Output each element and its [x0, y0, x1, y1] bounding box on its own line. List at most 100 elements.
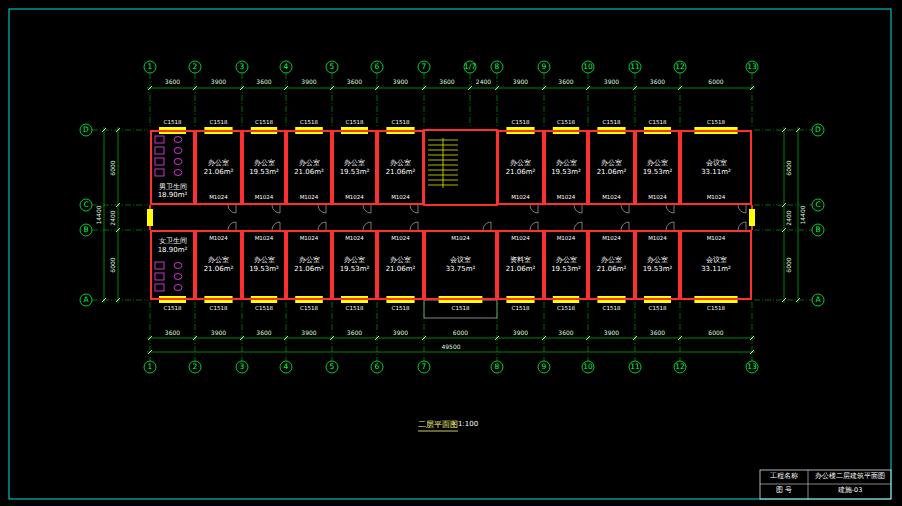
dimension-tick — [284, 336, 288, 340]
axis-bubble — [80, 224, 92, 236]
door-tag: M1024 — [255, 194, 274, 200]
dimension-text: 6000 — [707, 330, 724, 337]
dimension-tick — [375, 86, 379, 90]
axis-number: 4 — [284, 63, 289, 71]
dimension-line — [147, 338, 755, 339]
dimension-tick — [422, 86, 426, 90]
room-name: 办公室 — [510, 159, 531, 168]
dimension-text: 14400 — [800, 204, 807, 225]
dimension-text: 3600 — [255, 79, 272, 86]
axis-bubble — [144, 61, 156, 73]
dimension-tick — [750, 350, 754, 354]
door-swing — [410, 205, 418, 213]
dimension-text: 2400 — [786, 209, 793, 226]
title-block-cell: 建施-03 — [838, 487, 863, 494]
window-tag: C1518 — [452, 305, 470, 311]
dimension-tick — [284, 86, 288, 90]
window-tag: C1518 — [164, 119, 182, 125]
axis-line — [92, 230, 148, 231]
axis-line — [150, 73, 151, 128]
axis-bubble — [418, 61, 430, 73]
window-tag: C1518 — [707, 305, 725, 311]
room-name: 办公室 — [344, 256, 365, 265]
dimension-text: 6000 — [707, 79, 724, 86]
axis-line — [332, 73, 333, 128]
door-swing — [272, 222, 280, 230]
axis-bubble — [326, 361, 338, 373]
axis-number: 5 — [330, 63, 335, 71]
window-tag: C1518 — [210, 119, 228, 125]
room-name: 办公室 — [390, 159, 411, 168]
room-box: 办公室21.06m² — [286, 130, 332, 205]
window-tag: C1518 — [300, 305, 318, 311]
room-name: 资料室 — [510, 256, 531, 265]
dimension-text: 3600 — [255, 330, 272, 337]
room-area: 18.90m² — [158, 191, 188, 200]
axis-line — [424, 73, 425, 128]
toilet-fixture — [155, 147, 164, 154]
room-name: 会议室 — [706, 159, 727, 168]
door-swing — [738, 205, 746, 213]
axis-bubble — [746, 61, 758, 73]
axis-number: 3 — [240, 363, 245, 371]
axis-bubble — [746, 361, 758, 373]
axis-line — [92, 300, 148, 301]
door-swing — [228, 222, 236, 230]
door-swing — [483, 222, 491, 230]
room-area: 33.11m² — [701, 265, 731, 274]
dimension-tick — [240, 336, 244, 340]
title-block-rule — [760, 484, 891, 485]
axis-line — [470, 73, 471, 128]
axis-line — [92, 130, 148, 131]
room-area: 21.06m² — [386, 168, 416, 177]
axis-letter: A — [83, 296, 88, 304]
axis-letter: A — [815, 296, 820, 304]
door-tag: M1024 — [602, 235, 621, 241]
room-name: 办公室 — [647, 159, 668, 168]
door-swing — [363, 205, 371, 213]
corridor-window — [147, 209, 153, 226]
axis-number: 10 — [583, 363, 593, 371]
room-area: 21.06m² — [386, 265, 416, 274]
axis-bubble — [236, 61, 248, 73]
dimension-text: 3900 — [392, 79, 409, 86]
axis-bubble — [538, 61, 550, 73]
door-swing — [363, 222, 371, 230]
dimension-line — [798, 127, 799, 303]
dimension-text: 3600 — [346, 79, 363, 86]
axis-line — [635, 73, 636, 128]
axis-number: 1 — [148, 363, 153, 371]
window-tag: C1518 — [392, 305, 410, 311]
dimension-line — [147, 88, 755, 89]
room-name: 女卫生间 — [159, 237, 187, 246]
axis-bubble — [629, 61, 641, 73]
axis-line — [195, 73, 196, 128]
dimension-line — [118, 127, 119, 303]
dimension-text: 3600 — [438, 79, 455, 86]
axis-line — [754, 230, 812, 231]
dimension-tick — [633, 86, 637, 90]
toilet-fixture — [155, 284, 164, 291]
axis-number: 9 — [542, 63, 547, 71]
axis-letter: D — [815, 126, 821, 134]
toilet-fixture — [174, 285, 182, 291]
axis-number: 6 — [375, 63, 380, 71]
room-box: 办公室21.06m² — [195, 130, 242, 205]
axis-line — [588, 73, 589, 128]
dimension-tick — [796, 298, 800, 302]
dimension-tick — [796, 128, 800, 132]
axis-number: 8 — [495, 63, 500, 71]
axis-bubble — [189, 61, 201, 73]
dimension-text: 2400 — [475, 79, 492, 86]
axis-bubble — [812, 224, 824, 236]
drawing-title: 二层平面图 — [418, 421, 458, 430]
dimension-line — [104, 127, 105, 303]
window-tag: C1518 — [649, 119, 667, 125]
dimension-tick — [782, 203, 786, 207]
dimension-tick — [116, 203, 120, 207]
door-tag: M1024 — [648, 235, 667, 241]
axis-bubble — [418, 361, 430, 373]
axis-letter: C — [815, 201, 820, 209]
axis-line — [544, 73, 545, 128]
